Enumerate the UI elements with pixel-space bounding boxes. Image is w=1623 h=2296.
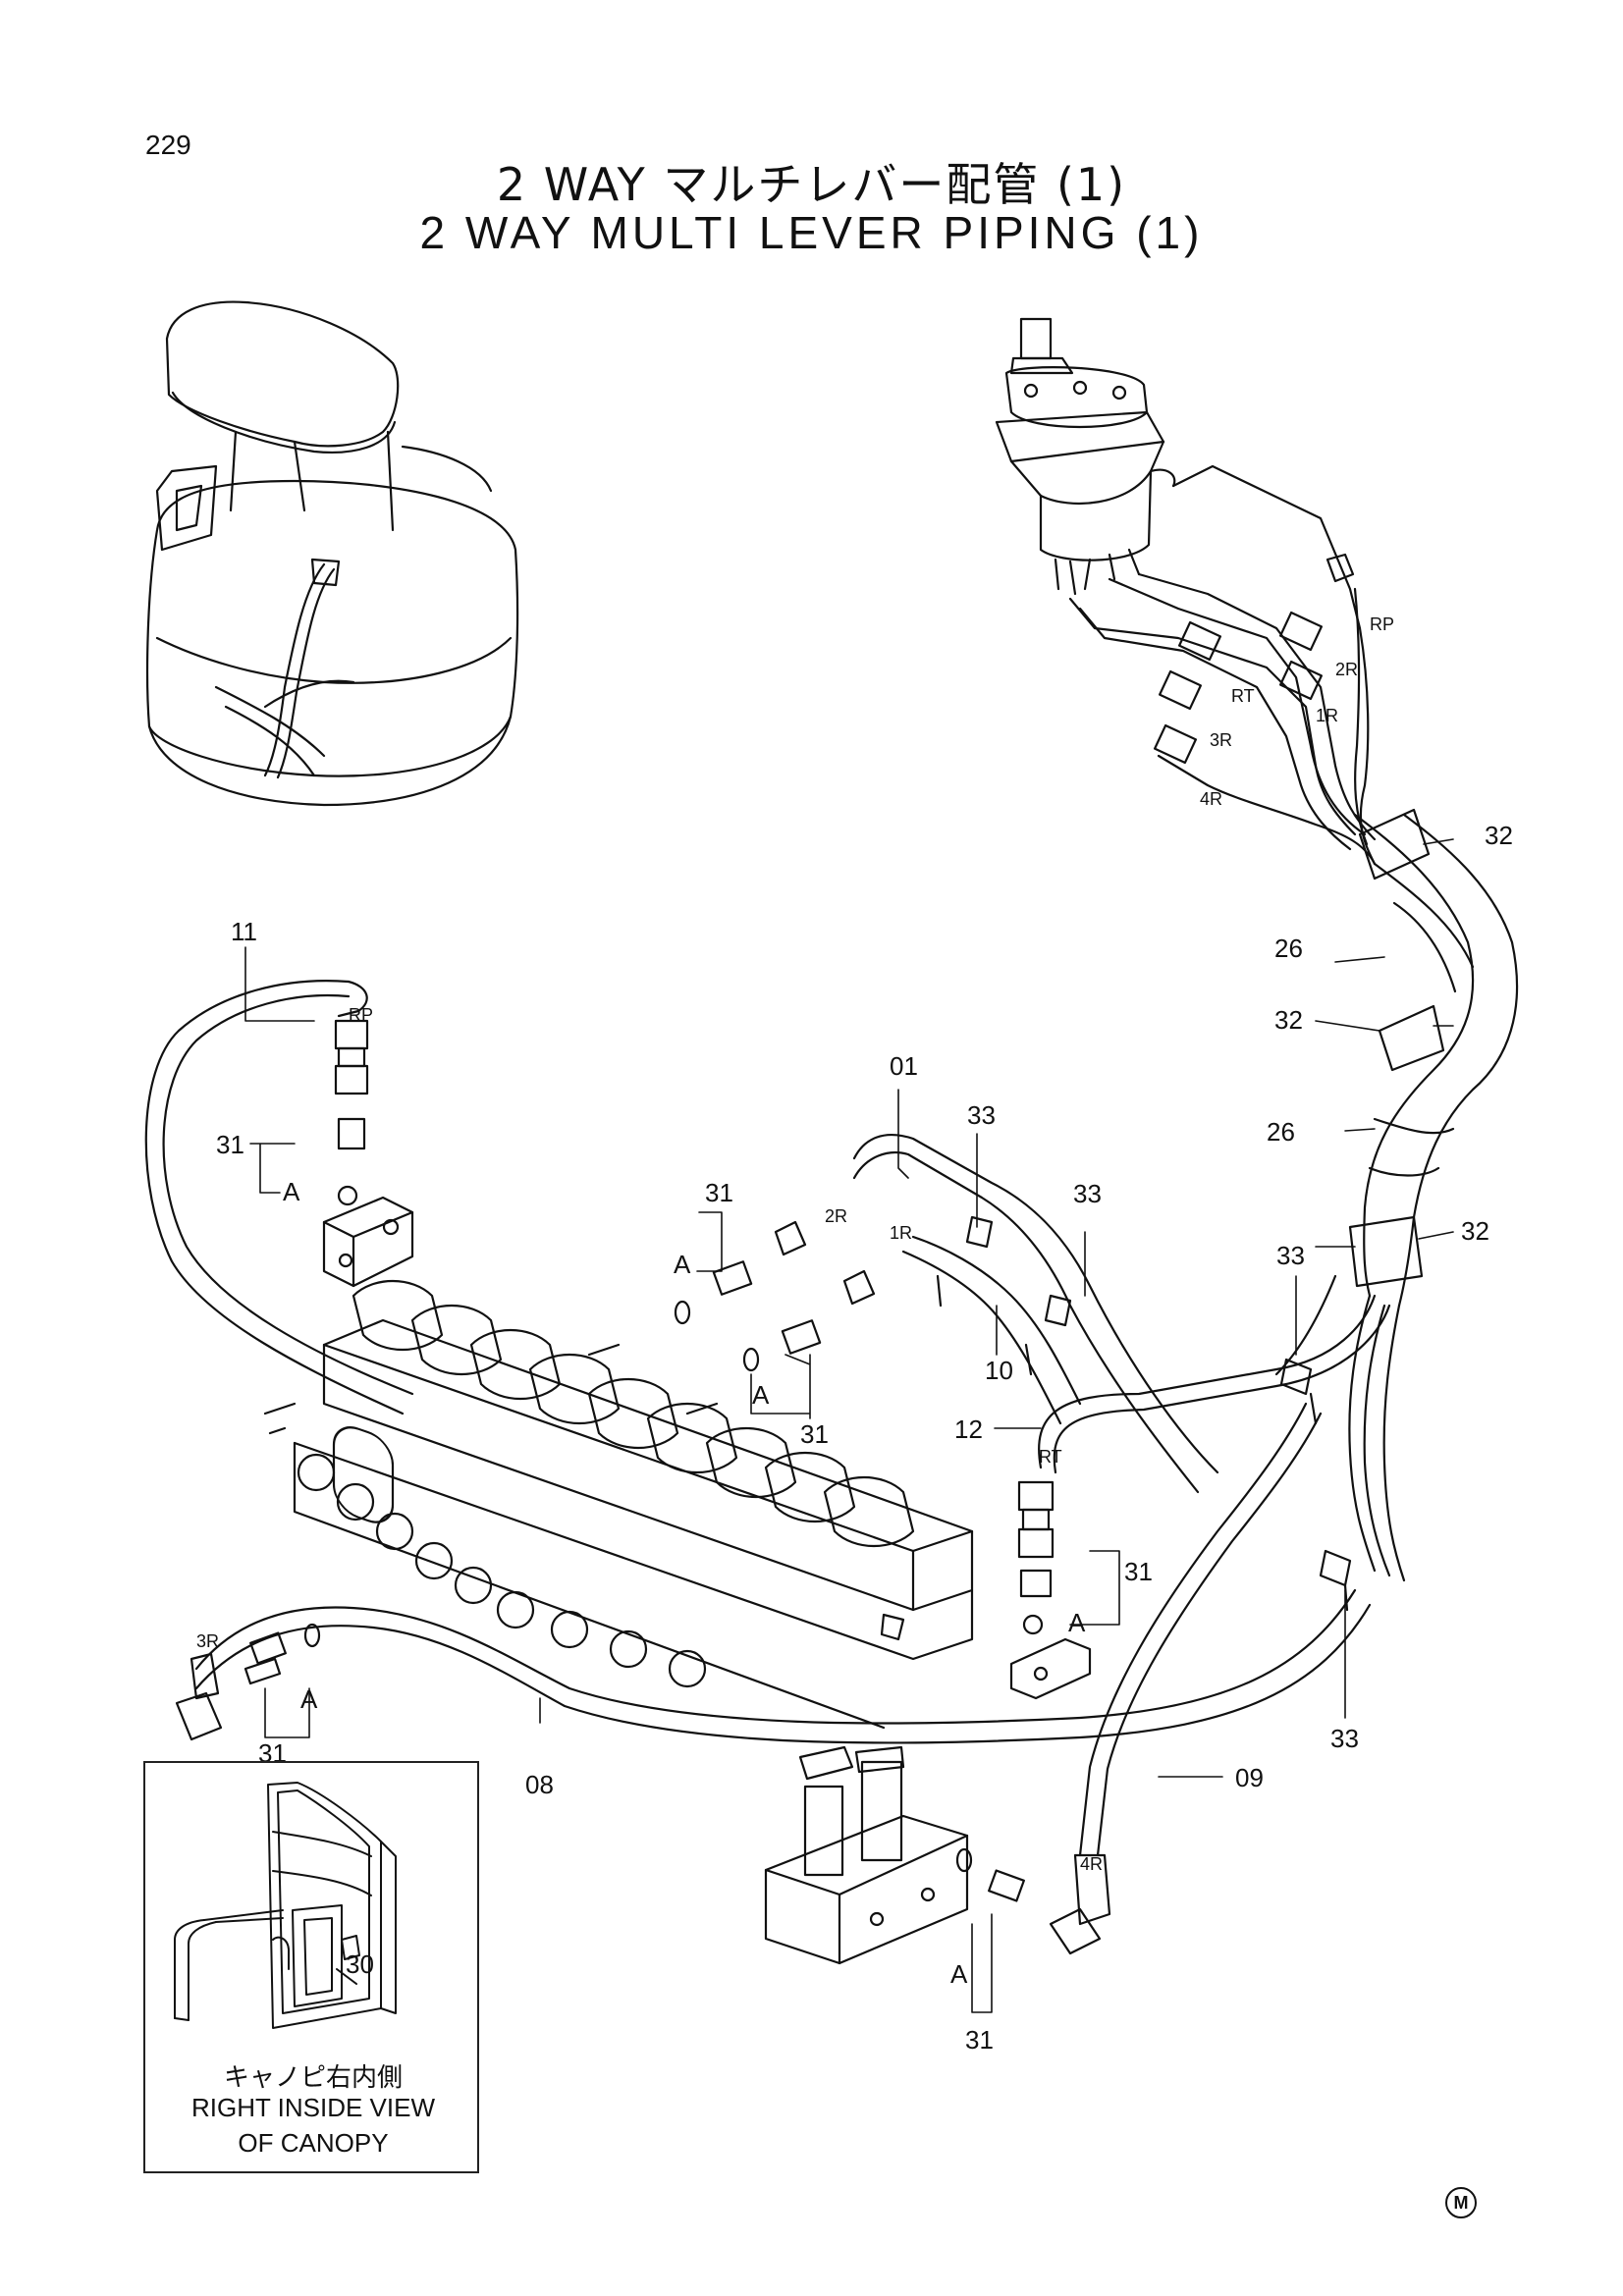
port-4r-top: 4R — [1200, 789, 1222, 809]
callout-12: 12 — [954, 1415, 983, 1444]
inset-caption-en-2: OF CANOPY — [238, 2128, 389, 2158]
mark-a-left: A — [283, 1177, 300, 1206]
band-32-middle — [1378, 1004, 1445, 1072]
callout-11: 11 — [231, 917, 257, 946]
inset-drawing — [174, 1782, 397, 2029]
inset-caption-en-1: RIGHT INSIDE VIEW — [191, 2093, 435, 2122]
mark-a-mid-top: A — [674, 1250, 691, 1279]
fittings — [249, 1117, 1092, 1902]
callout-08: 08 — [525, 1770, 554, 1799]
port-rp-top: RP — [1370, 614, 1394, 634]
callout-33-b: 33 — [1073, 1179, 1102, 1208]
model-mark-m: M — [1445, 2187, 1477, 2218]
mark-a-lower-left: A — [300, 1684, 318, 1714]
callout-10: 10 — [985, 1356, 1013, 1385]
page-number: 229 — [145, 130, 191, 160]
callout-26-upper: 26 — [1274, 934, 1303, 963]
wrapped-bundle — [1274, 808, 1519, 1582]
port-2r-top: 2R — [1335, 660, 1358, 679]
callout-31-mid-top: 31 — [705, 1178, 733, 1207]
valve-sections — [332, 1426, 395, 1523]
mark-a-bottom: A — [950, 1959, 968, 1989]
control-valve — [263, 1279, 974, 1730]
callout-32-upper: 32 — [1485, 821, 1513, 850]
callout-31-left: 31 — [216, 1130, 244, 1159]
callout-09: 09 — [1235, 1763, 1264, 1792]
pilot-valve — [995, 317, 1176, 596]
inset-canopy-view: キャノピ右内側 RIGHT INSIDE VIEW OF CANOPY — [143, 1761, 479, 2173]
callout-33-a: 33 — [967, 1100, 996, 1130]
leader-lines — [244, 838, 1454, 2013]
callout-33-c: 33 — [1276, 1241, 1305, 1270]
callout-33-d: 33 — [1330, 1724, 1359, 1753]
callout-31-lower-left: 31 — [258, 1738, 287, 1768]
callout-26-lower: 26 — [1267, 1117, 1295, 1147]
inset-caption-jp: キャノピ右内側 — [223, 2062, 403, 2092]
lower-hoses — [144, 980, 1391, 1955]
callout-32-lower: 32 — [1461, 1216, 1489, 1246]
band-32-lower — [1348, 1215, 1424, 1288]
port-1r-lower: 1R — [890, 1223, 912, 1243]
mark-a-mid-bottom: A — [752, 1380, 770, 1410]
port-3r-lower: 3R — [196, 1631, 219, 1651]
upper-hose-bundle — [1068, 464, 1377, 866]
title-japanese: 2 WAY マルチレバー配管 (1) — [496, 158, 1127, 211]
port-rt-top: RT — [1231, 686, 1255, 706]
port-1r-top: 1R — [1316, 706, 1338, 725]
port-labels: RP 2R 1R RT 3R 4R RP 2R 1R RT 3R 4R — [196, 614, 1394, 1874]
port-2r-lower: 2R — [825, 1206, 847, 1226]
callout-31-mid-bottom: 31 — [800, 1419, 829, 1449]
callout-32-middle: 32 — [1274, 1005, 1303, 1035]
port-rt-lower: RT — [1039, 1447, 1062, 1467]
mark-a-right: A — [1068, 1608, 1086, 1637]
port-3r-top: 3R — [1210, 730, 1232, 750]
port-rp-lower: RP — [349, 1005, 373, 1025]
sub-valve — [764, 1745, 969, 1965]
machine-overview — [145, 300, 519, 807]
port-4r-lower: 4R — [1080, 1854, 1103, 1874]
detail-marks: A A A A A A — [283, 1177, 1086, 1989]
callout-01: 01 — [890, 1051, 918, 1081]
callout-31-right: 31 — [1124, 1557, 1153, 1586]
band-32-upper — [1358, 808, 1431, 881]
title-english: 2 WAY MULTI LEVER PIPING (1) — [419, 207, 1204, 258]
callout-31-bottom: 31 — [965, 2025, 994, 2055]
callout-numbers: 11 31 01 33 33 31 10 31 12 31 33 33 09 0… — [216, 821, 1513, 2055]
